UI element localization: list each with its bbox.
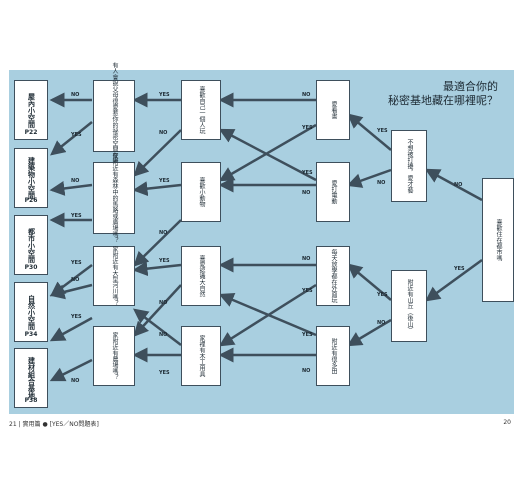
section-icon: ● (42, 421, 48, 428)
no-label: NO (71, 378, 80, 384)
question-text: 喜愛認識大自然 (198, 255, 205, 297)
question-text: 附近有山丘（後山） (406, 279, 413, 333)
no-label: NO (302, 92, 311, 98)
answer-name: 都市小空間 (27, 227, 36, 263)
answer-name: 建材組合基地 (27, 357, 36, 399)
question-text: 家附近有大型河川嗎？ (111, 246, 118, 306)
footer-left: 21 | 實用篇 ● [YES／NO問題表] (9, 421, 99, 428)
yes-label: YES (377, 128, 388, 134)
answer-box-3: 都市小空間 P30 (14, 215, 48, 275)
answer-name: 自然小空間 (27, 294, 36, 330)
question-text: 喜歡自己一個人玩 (198, 86, 205, 134)
yes-label: YES (302, 288, 313, 294)
right-page-number: 20 (503, 419, 511, 426)
no-label: NO (377, 320, 386, 326)
question-text: 喜歡小動物 (198, 177, 205, 207)
left-page-number: 21 (9, 421, 17, 428)
yes-label: YES (159, 258, 170, 264)
question-text: 家附近有森林中的馬路或廣場嗎？ (111, 153, 118, 243)
no-label: NO (454, 182, 463, 188)
question-box: 有人會說父母很愛惹你的祕密空間在哪裡 (93, 62, 135, 170)
question-text: 愛打電動 (330, 180, 337, 204)
yes-label: YES (454, 266, 465, 272)
no-label: NO (159, 300, 168, 306)
question-text: 家裡有木工用具 (198, 335, 205, 377)
yes-label: YES (159, 178, 170, 184)
question-box: 喜歡小動物 (181, 162, 221, 222)
answer-page: P22 (24, 129, 38, 136)
start-question: 喜歡住在都市嗎 (495, 219, 502, 261)
question-box: 家裡有木工用具 (181, 326, 221, 386)
answer-box-1: 屋內小空間 P22 (14, 80, 48, 140)
answer-box-2: 建築物小空間 P26 (14, 148, 48, 208)
question-text: 有人會說父母很愛惹你的祕密空間在哪裡 (111, 62, 118, 170)
answer-page: P34 (24, 331, 38, 338)
no-label: NO (71, 178, 80, 184)
no-label: NO (159, 332, 168, 338)
yes-label: YES (71, 132, 82, 138)
yes-label: YES (159, 92, 170, 98)
question-text: 家附近有農場嗎？ (111, 332, 118, 380)
start-box: 喜歡住在都市嗎 (482, 178, 514, 302)
yes-label: YES (377, 292, 388, 298)
answer-page: P26 (24, 197, 38, 204)
question-box: 附近有很多田 (316, 326, 350, 386)
footer-section: 實用篇 (22, 421, 41, 428)
question-box: 家附近有森林中的馬路或廣場嗎？ (93, 153, 135, 243)
title-line-2: 秘密基地藏在哪裡呢？ (388, 94, 498, 107)
question-box: 喜愛認識大自然 (181, 246, 221, 306)
yes-label: YES (302, 125, 313, 131)
no-label: NO (71, 277, 80, 283)
answer-page: P38 (24, 397, 38, 404)
answer-box-5: 建材組合基地 P38 (14, 348, 48, 408)
no-label: NO (302, 256, 311, 262)
yes-label: YES (71, 213, 82, 219)
question-text: 附近有很多田 (330, 338, 337, 374)
question-box: 附近有山丘（後山） (391, 270, 427, 342)
yes-label: YES (159, 370, 170, 376)
yes-label: YES (71, 314, 82, 320)
question-box: 愛看書 (316, 80, 350, 140)
no-label: NO (302, 190, 311, 196)
yes-label: YES (71, 260, 82, 266)
flowchart-panel: 屋內小空間 P22 建築物小空間 P26 都市小空間 P30 自然小空間 P34… (9, 62, 514, 414)
question-box: 愛打電動 (316, 162, 350, 222)
question-text: 每天放學都在外面玩 (330, 249, 337, 303)
flow-arrows (49, 92, 483, 382)
answer-name: 屋內小空間 (27, 92, 36, 128)
question-text: 愛看書 (330, 101, 337, 119)
question-box: 喜歡自己一個人玩 (181, 80, 221, 140)
footer-section-note: YES／NO問題表 (51, 421, 97, 428)
no-label: NO (377, 180, 386, 186)
question-box: 家附近有大型河川嗎？ (93, 246, 135, 306)
question-box: 每天放學都在外面玩 (316, 246, 350, 306)
no-label: NO (159, 230, 168, 236)
title-line-1: 最適合你的 (443, 80, 498, 93)
question-box: 家附近有農場嗎？ (93, 326, 135, 386)
answer-name: 建築物小空間 (27, 157, 36, 199)
question-text: 不想被打擾，愛才藝 (406, 139, 413, 193)
page-title: 最適合你的 秘密基地藏在哪裡呢？ (388, 80, 498, 108)
question-box: 不想被打擾，愛才藝 (391, 130, 427, 202)
yes-label: YES (302, 170, 313, 176)
answer-page: P30 (24, 264, 38, 271)
no-label: NO (302, 368, 311, 374)
no-label: NO (71, 92, 80, 98)
yes-label: YES (302, 332, 313, 338)
no-label: NO (159, 130, 168, 136)
answer-box-4: 自然小空間 P34 (14, 282, 48, 342)
